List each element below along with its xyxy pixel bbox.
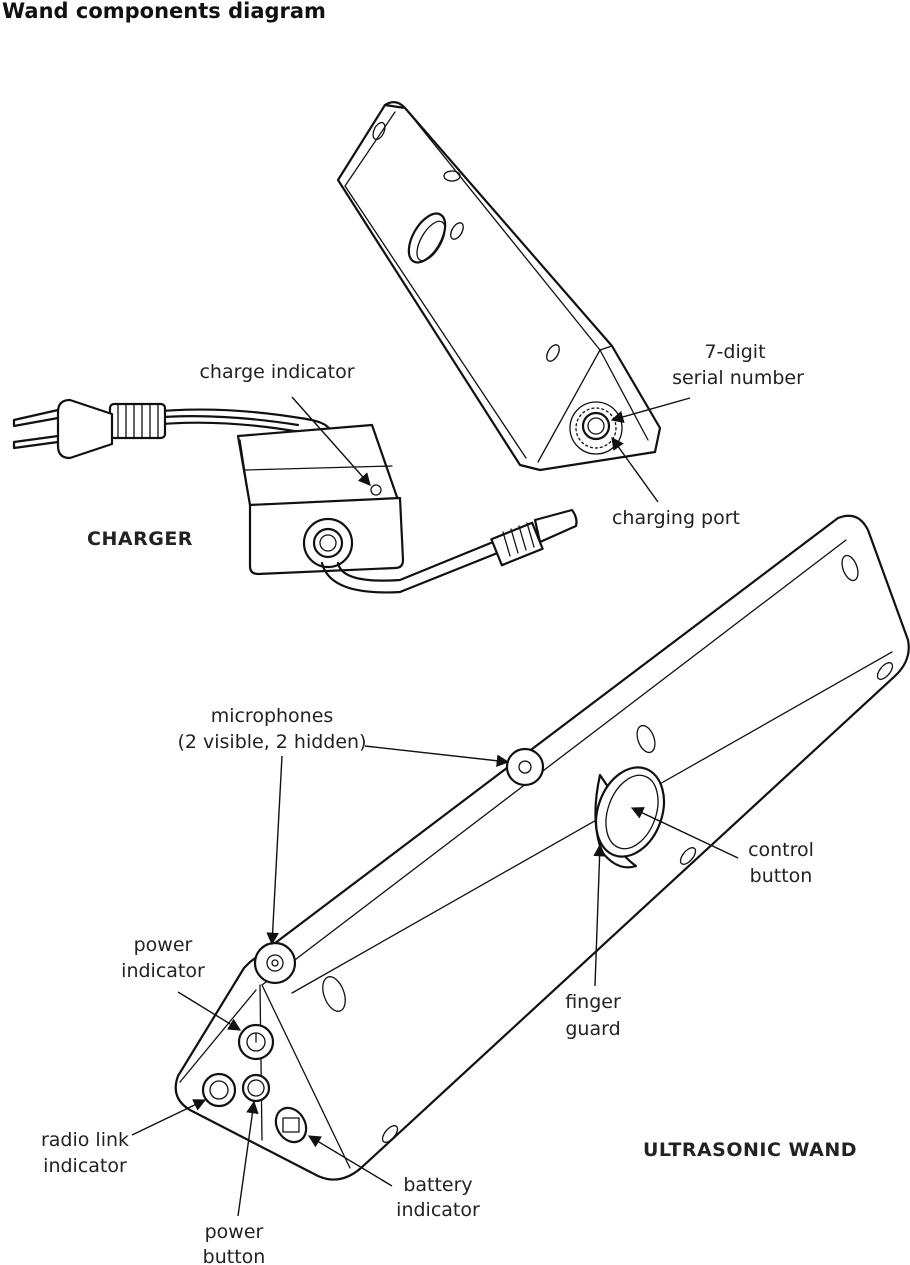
label-battery-indicator-line2: indicator: [396, 1199, 480, 1221]
label-control-button-line1: control: [748, 839, 814, 861]
label-power-button-line2: button: [203, 1246, 266, 1265]
label-serial-number-line1: 7-digit: [704, 341, 765, 363]
label-control-button-line2: button: [750, 865, 813, 887]
label-radio-link-line1: radio link: [41, 1129, 129, 1151]
label-microphones-line2: (2 visible, 2 hidden): [177, 731, 366, 753]
label-battery-indicator-line1: battery: [403, 1174, 472, 1196]
page-title: Wand components diagram: [2, 0, 326, 23]
label-finger-guard-line1: finger: [565, 991, 621, 1013]
label-charge-indicator: charge indicator: [199, 361, 354, 383]
label-finger-guard-line2: guard: [565, 1018, 620, 1040]
leader-lines: [131, 396, 739, 1217]
label-charging-port: charging port: [612, 507, 740, 529]
label-ultrasonic-wand: ULTRASONIC WAND: [643, 1139, 857, 1161]
label-serial-number-line2: serial number: [672, 367, 804, 389]
label-power-indicator-line2: indicator: [121, 960, 205, 982]
label-charger: CHARGER: [87, 528, 193, 550]
label-power-indicator-line1: power: [134, 934, 193, 956]
label-power-button-line1: power: [205, 1221, 264, 1243]
charger: [12, 398, 578, 594]
label-radio-link-line2: indicator: [43, 1155, 127, 1177]
label-microphones-line1: microphones: [211, 705, 334, 727]
upper-wand: [336, 101, 662, 472]
